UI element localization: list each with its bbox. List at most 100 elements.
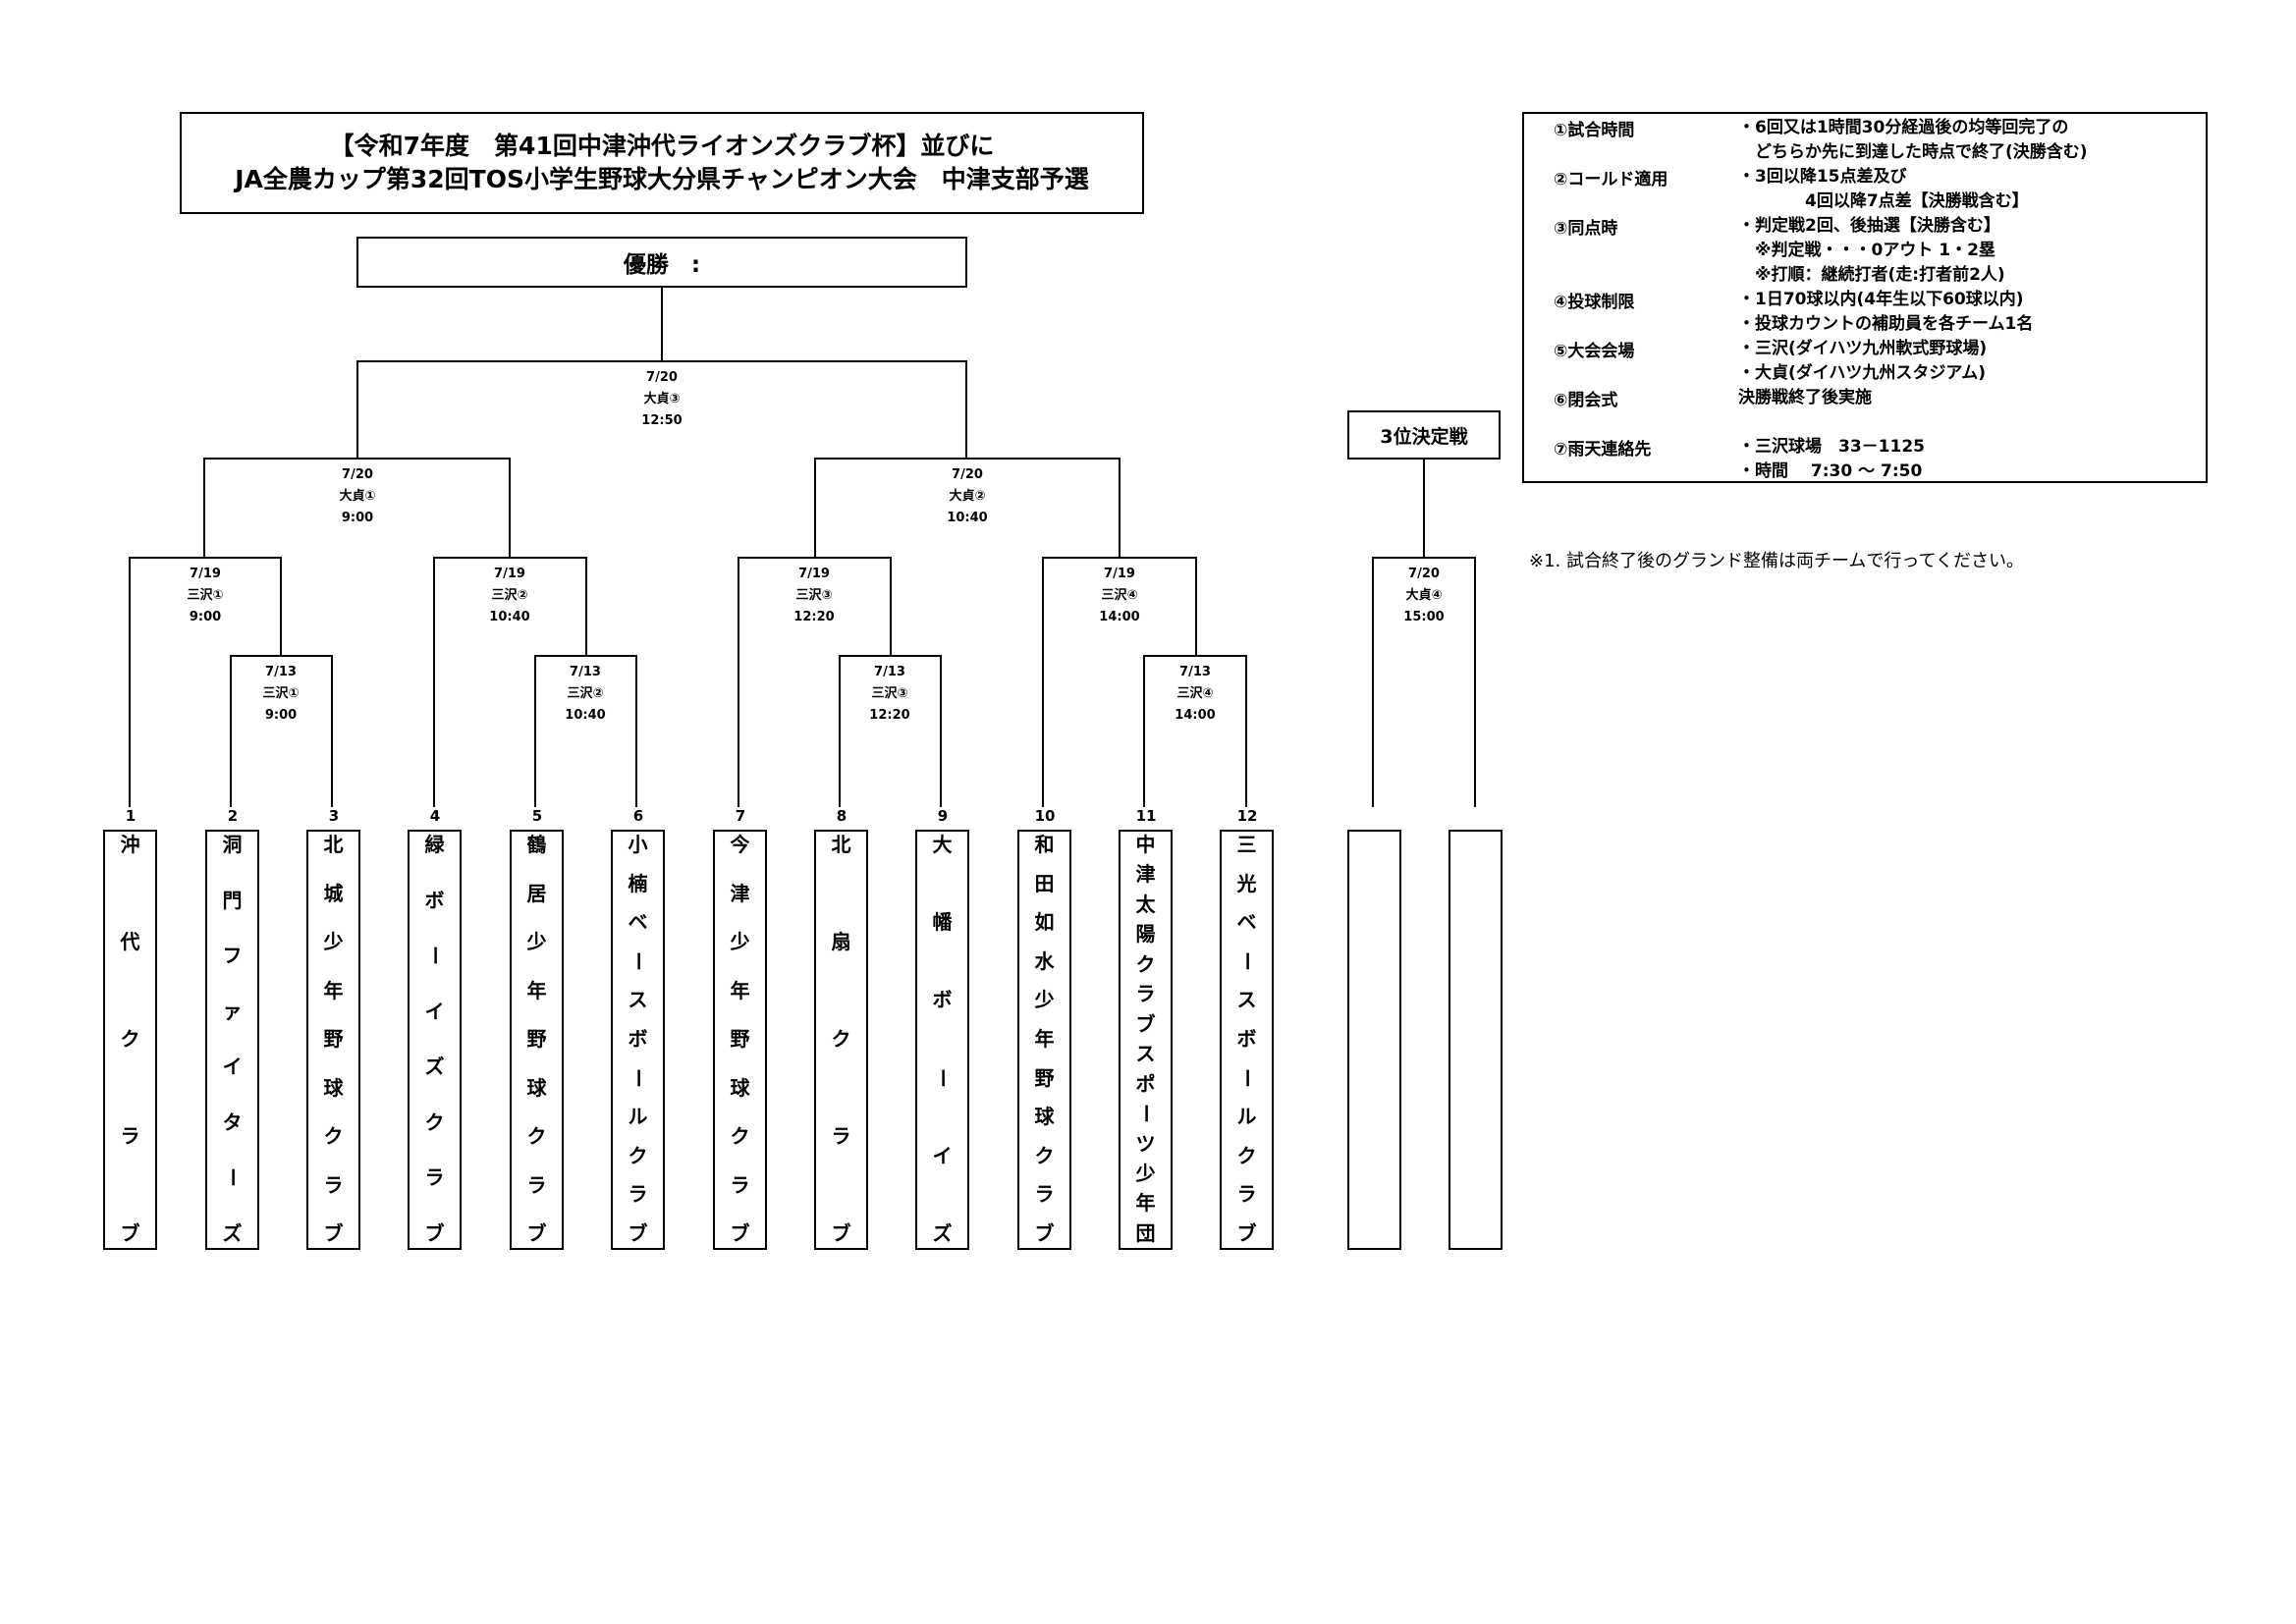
team-name-box: 鶴居少年野球クラブ bbox=[510, 830, 564, 1250]
team-name-box: 北扇クラブ bbox=[814, 830, 868, 1250]
team-name-box: 三光ベースボールクラブ bbox=[1220, 830, 1274, 1250]
team-name-char: 楠 bbox=[628, 871, 648, 895]
team-name-char: ズ bbox=[424, 1055, 445, 1079]
team-name-char: 少 bbox=[730, 930, 750, 953]
team-name-char: 太 bbox=[1135, 892, 1156, 916]
team-name-char: 居 bbox=[526, 881, 547, 905]
team-name-char: ラ bbox=[628, 1182, 648, 1207]
team-name-box bbox=[1347, 830, 1401, 1250]
team-name-char: ブ bbox=[526, 1221, 547, 1245]
team-name-char: ク bbox=[323, 1124, 344, 1148]
team-name-char: ス bbox=[1236, 988, 1257, 1012]
team-name-char: 扇 bbox=[831, 930, 851, 953]
team-name-char: ク bbox=[831, 1027, 851, 1051]
team-name-char: ボ bbox=[628, 1026, 648, 1051]
team-name-char: ラ bbox=[424, 1165, 445, 1190]
team-name-char: 年 bbox=[323, 978, 344, 1002]
team-name-char: 田 bbox=[1034, 871, 1055, 895]
rule-label: ⑦雨天連絡先 bbox=[1554, 440, 1652, 460]
champion-label: 優勝 : bbox=[623, 252, 701, 278]
rule-text: どちらか先に到達した時点で終了(決勝含む) bbox=[1738, 142, 2088, 162]
rule-label: ③同点時 bbox=[1554, 219, 1618, 239]
rule-text: ・三沢(ダイハツ九州軟式野球場) bbox=[1738, 339, 1988, 358]
rule-label: ⑥閉会式 bbox=[1554, 391, 1618, 410]
team-name-char: ラ bbox=[526, 1172, 547, 1197]
team-name-char: ブ bbox=[1236, 1220, 1257, 1245]
team-name-char: ブ bbox=[628, 1220, 648, 1245]
rule-text: ・3回以降15点差及び bbox=[1738, 167, 1907, 187]
team-name-char: 沖 bbox=[120, 833, 140, 856]
team-name-char: 少 bbox=[323, 930, 344, 953]
team-name-char: ス bbox=[1135, 1042, 1156, 1066]
team-name-char: ァ bbox=[222, 999, 243, 1023]
team-name-box: 今津少年野球クラブ bbox=[713, 830, 767, 1250]
rule-text: 決勝戦終了後実施 bbox=[1738, 388, 1872, 407]
team-name-char: ー bbox=[1234, 1067, 1259, 1088]
team-name-char: フ bbox=[222, 944, 243, 968]
team-name-char: 北 bbox=[323, 833, 344, 856]
team-name-char: 年 bbox=[1135, 1191, 1156, 1216]
team-name-char: ベ bbox=[1236, 910, 1257, 935]
team-name-char: ラ bbox=[730, 1172, 750, 1197]
team-name-char: 津 bbox=[730, 881, 750, 905]
team-name-char: 和 bbox=[1034, 833, 1055, 856]
team-seed-number: 9 bbox=[937, 807, 949, 825]
team-name-char: 北 bbox=[831, 833, 851, 856]
tournament-title: 【令和7年度 第41回中津沖代ライオンズクラブ杯】並びに JA全農カップ第32回… bbox=[180, 112, 1144, 214]
team-name-char: 野 bbox=[323, 1027, 344, 1051]
team-name-char: ポ bbox=[1135, 1071, 1156, 1096]
team-seed-number: 12 bbox=[1236, 807, 1258, 825]
team-name-char: ル bbox=[628, 1105, 648, 1129]
rule-text: ※判定戦・・・0アウト 1・2塁 bbox=[1738, 241, 1995, 260]
team-name-char: 三 bbox=[1236, 833, 1257, 856]
team-seed-number: 4 bbox=[429, 807, 441, 825]
team-name-box: 小楠ベースボールクラブ bbox=[611, 830, 665, 1250]
team-name-char: ラ bbox=[120, 1124, 140, 1148]
team-name-char: ブ bbox=[323, 1221, 344, 1245]
team-name-char: 年 bbox=[1034, 1026, 1055, 1051]
rules-panel: ①試合時間 ・6回又は1時間30分経過後の均等回完了の どちらか先に到達した時点… bbox=[1522, 112, 2208, 483]
team-seed-number: 5 bbox=[531, 807, 543, 825]
team-name-box: 大幡ボーイズ bbox=[915, 830, 969, 1250]
team-seed-number: 11 bbox=[1135, 807, 1157, 825]
team-name-char: 野 bbox=[730, 1027, 750, 1051]
team-name-char: 光 bbox=[1236, 871, 1257, 895]
team-name-char: ラ bbox=[1135, 982, 1156, 1006]
rule-text: ・時間 7:30 ～ 7:50 bbox=[1738, 461, 1923, 481]
rule-text: ・三沢球場 33－1125 bbox=[1738, 437, 1925, 457]
team-name-char: ス bbox=[628, 988, 648, 1012]
field-maintenance-note: ※1. 試合終了後のグランド整備は両チームで行ってください。 bbox=[1529, 551, 2024, 571]
team-name-char: 年 bbox=[526, 978, 547, 1002]
rule-label: ⑤大会会場 bbox=[1554, 342, 1635, 361]
third-place-label: 3位決定戦 bbox=[1380, 425, 1468, 448]
team-name-char: ク bbox=[424, 1110, 445, 1134]
team-name-char: イ bbox=[222, 1055, 243, 1079]
team-name-char: ボ bbox=[1236, 1026, 1257, 1051]
team-seed-number: 10 bbox=[1034, 807, 1056, 825]
team-name-char: ベ bbox=[628, 910, 648, 935]
team-name-char: 城 bbox=[323, 881, 344, 905]
team-seed-number: 6 bbox=[632, 807, 644, 825]
team-name-char: ラ bbox=[1034, 1182, 1055, 1207]
rule-label: ①試合時間 bbox=[1554, 121, 1635, 140]
team-seed-number: 7 bbox=[735, 807, 746, 825]
team-name-char: 今 bbox=[730, 833, 750, 856]
team-name-char: タ bbox=[222, 1110, 243, 1134]
team-name-char: ラ bbox=[1236, 1182, 1257, 1207]
team-name-char: 野 bbox=[1034, 1065, 1055, 1090]
team-name-char: ブ bbox=[1135, 1011, 1156, 1036]
team-name-char: ー bbox=[1133, 1104, 1158, 1124]
team-name-char: 野 bbox=[526, 1027, 547, 1051]
team-name-char: ー bbox=[220, 1167, 245, 1188]
team-name-char: 幡 bbox=[932, 910, 953, 935]
team-name-char: 鶴 bbox=[526, 833, 547, 856]
team-name-char: 球 bbox=[323, 1075, 344, 1100]
